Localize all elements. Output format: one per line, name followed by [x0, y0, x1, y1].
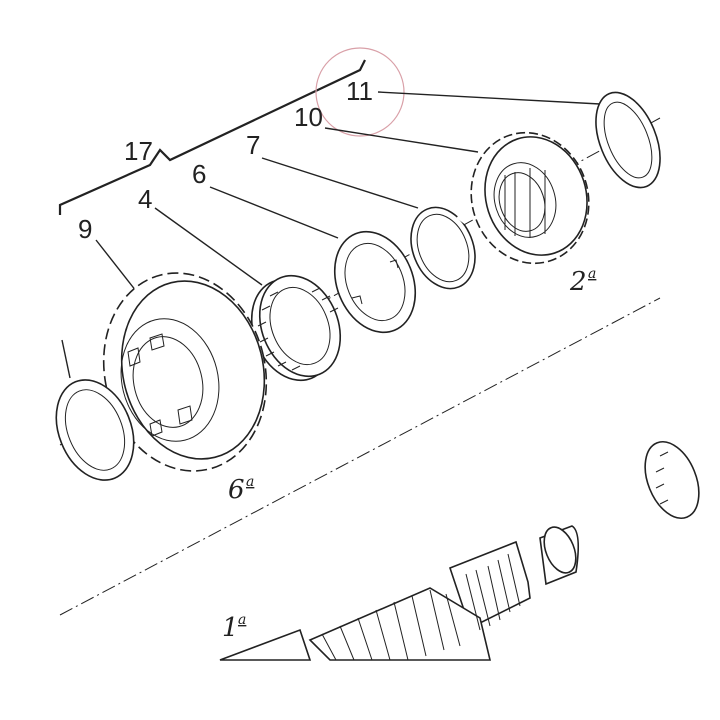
- needle-bearing-4: [250, 274, 342, 382]
- callout-17: 17: [124, 136, 153, 166]
- callout-10: 10: [294, 102, 323, 132]
- leader-7: [261, 157, 419, 209]
- gear-label-6-sup: a: [246, 474, 254, 490]
- washer-left: [55, 379, 135, 481]
- gear-label-2-sup: a: [588, 266, 596, 282]
- callout-7: 7: [246, 130, 260, 160]
- snap-ring-7: [410, 206, 476, 290]
- gear-label-1: 1: [222, 613, 239, 643]
- callout-11: 11: [346, 76, 373, 106]
- leader-10: [324, 127, 479, 153]
- leader-6: [209, 186, 339, 239]
- bracket-17: [58, 59, 366, 215]
- highlight-circle: [315, 47, 405, 137]
- gear-label-1-sup: a: [238, 612, 246, 628]
- washer-11: [595, 91, 661, 189]
- leader-4: [154, 207, 263, 286]
- leader-9: [95, 239, 141, 297]
- washer-6: [333, 230, 417, 334]
- callout-6: 6: [192, 159, 206, 189]
- callout-9: 9: [78, 214, 92, 244]
- bearing-lower-right: [644, 441, 700, 519]
- main-shaft: [219, 525, 580, 661]
- lower-axis: [59, 297, 661, 616]
- callout-4: 4: [138, 184, 152, 214]
- gear-label-2: 2: [569, 267, 587, 297]
- leader-11: [377, 91, 601, 105]
- gear-label-6: 6: [228, 475, 245, 505]
- gear-9: [102, 272, 268, 472]
- gear-10: [470, 131, 590, 265]
- leader-left: [61, 339, 71, 379]
